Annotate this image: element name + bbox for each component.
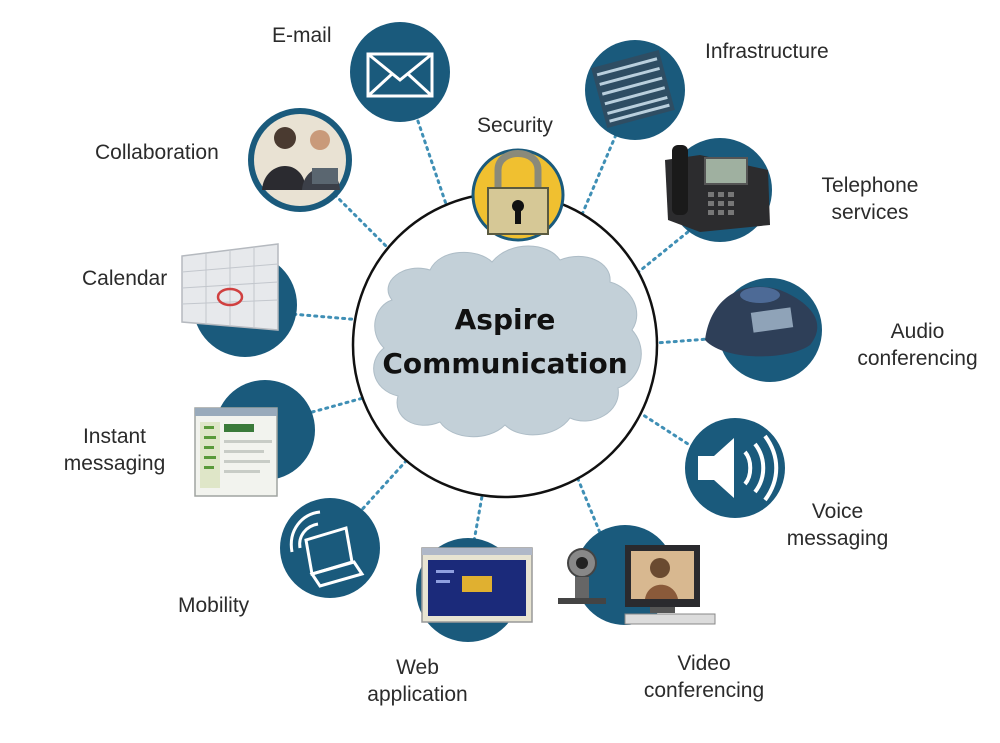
webcam-monitor-icon: [558, 545, 716, 625]
label-web-line1: Web: [396, 656, 439, 679]
label-infrastructure: Infrastructure: [705, 40, 829, 63]
chat-window-icon: [194, 407, 278, 497]
node-mobility: [280, 498, 380, 598]
center-title-line2: Communication: [382, 347, 628, 380]
label-web-line2: application: [367, 683, 468, 706]
node-im: [194, 380, 315, 497]
node-security: [471, 148, 565, 242]
label-video: Video conferencing: [630, 650, 778, 704]
node-video: [558, 525, 716, 625]
conference-phone-icon: [705, 286, 818, 357]
label-voice: Voice messaging: [775, 498, 900, 552]
label-calendar: Calendar: [82, 267, 168, 290]
speaker-icon: [698, 434, 779, 502]
label-audio-line1: Audio: [890, 320, 945, 343]
node-web: [416, 538, 533, 642]
desk-phone-icon: [665, 145, 770, 232]
label-telephone: Telephone services: [805, 172, 935, 226]
label-voice-line2: messaging: [786, 527, 889, 550]
web-window-icon: [421, 547, 533, 623]
node-collaboration: [248, 108, 352, 212]
node-telephone: [665, 138, 772, 242]
people-meeting-icon: [262, 127, 340, 190]
center-title: Aspire Communication: [340, 298, 670, 386]
label-im-line1: Instant: [82, 425, 147, 448]
label-audio: Audio conferencing: [845, 318, 990, 372]
label-email: E-mail: [272, 24, 332, 47]
calendar-icon: [181, 243, 279, 331]
label-audio-line2: conferencing: [857, 347, 978, 370]
node-voice: [685, 418, 785, 518]
node-infrastructure: [585, 40, 685, 140]
label-im-line2: messaging: [63, 452, 166, 475]
label-video-line2: conferencing: [643, 679, 765, 702]
label-voice-line1: Voice: [811, 500, 864, 523]
server-rack-icon: [591, 49, 675, 129]
padlock-icon: [487, 150, 549, 235]
label-security: Security: [477, 114, 553, 137]
label-video-line1: Video: [677, 652, 731, 675]
cloud-shape: [373, 245, 642, 438]
label-collaboration: Collaboration: [95, 141, 219, 164]
label-telephone-line1: Telephone: [821, 174, 919, 197]
node-email: [350, 22, 450, 122]
node-audio: [705, 278, 822, 382]
label-telephone-line2: services: [831, 201, 909, 224]
label-web: Web application: [350, 654, 485, 708]
laptop-wireless-icon: [289, 510, 365, 588]
label-im: Instant messaging: [52, 423, 177, 477]
envelope-icon: [366, 52, 434, 98]
label-mobility: Mobility: [178, 594, 250, 617]
center-title-line1: Aspire: [454, 303, 556, 336]
node-calendar: [181, 243, 297, 357]
